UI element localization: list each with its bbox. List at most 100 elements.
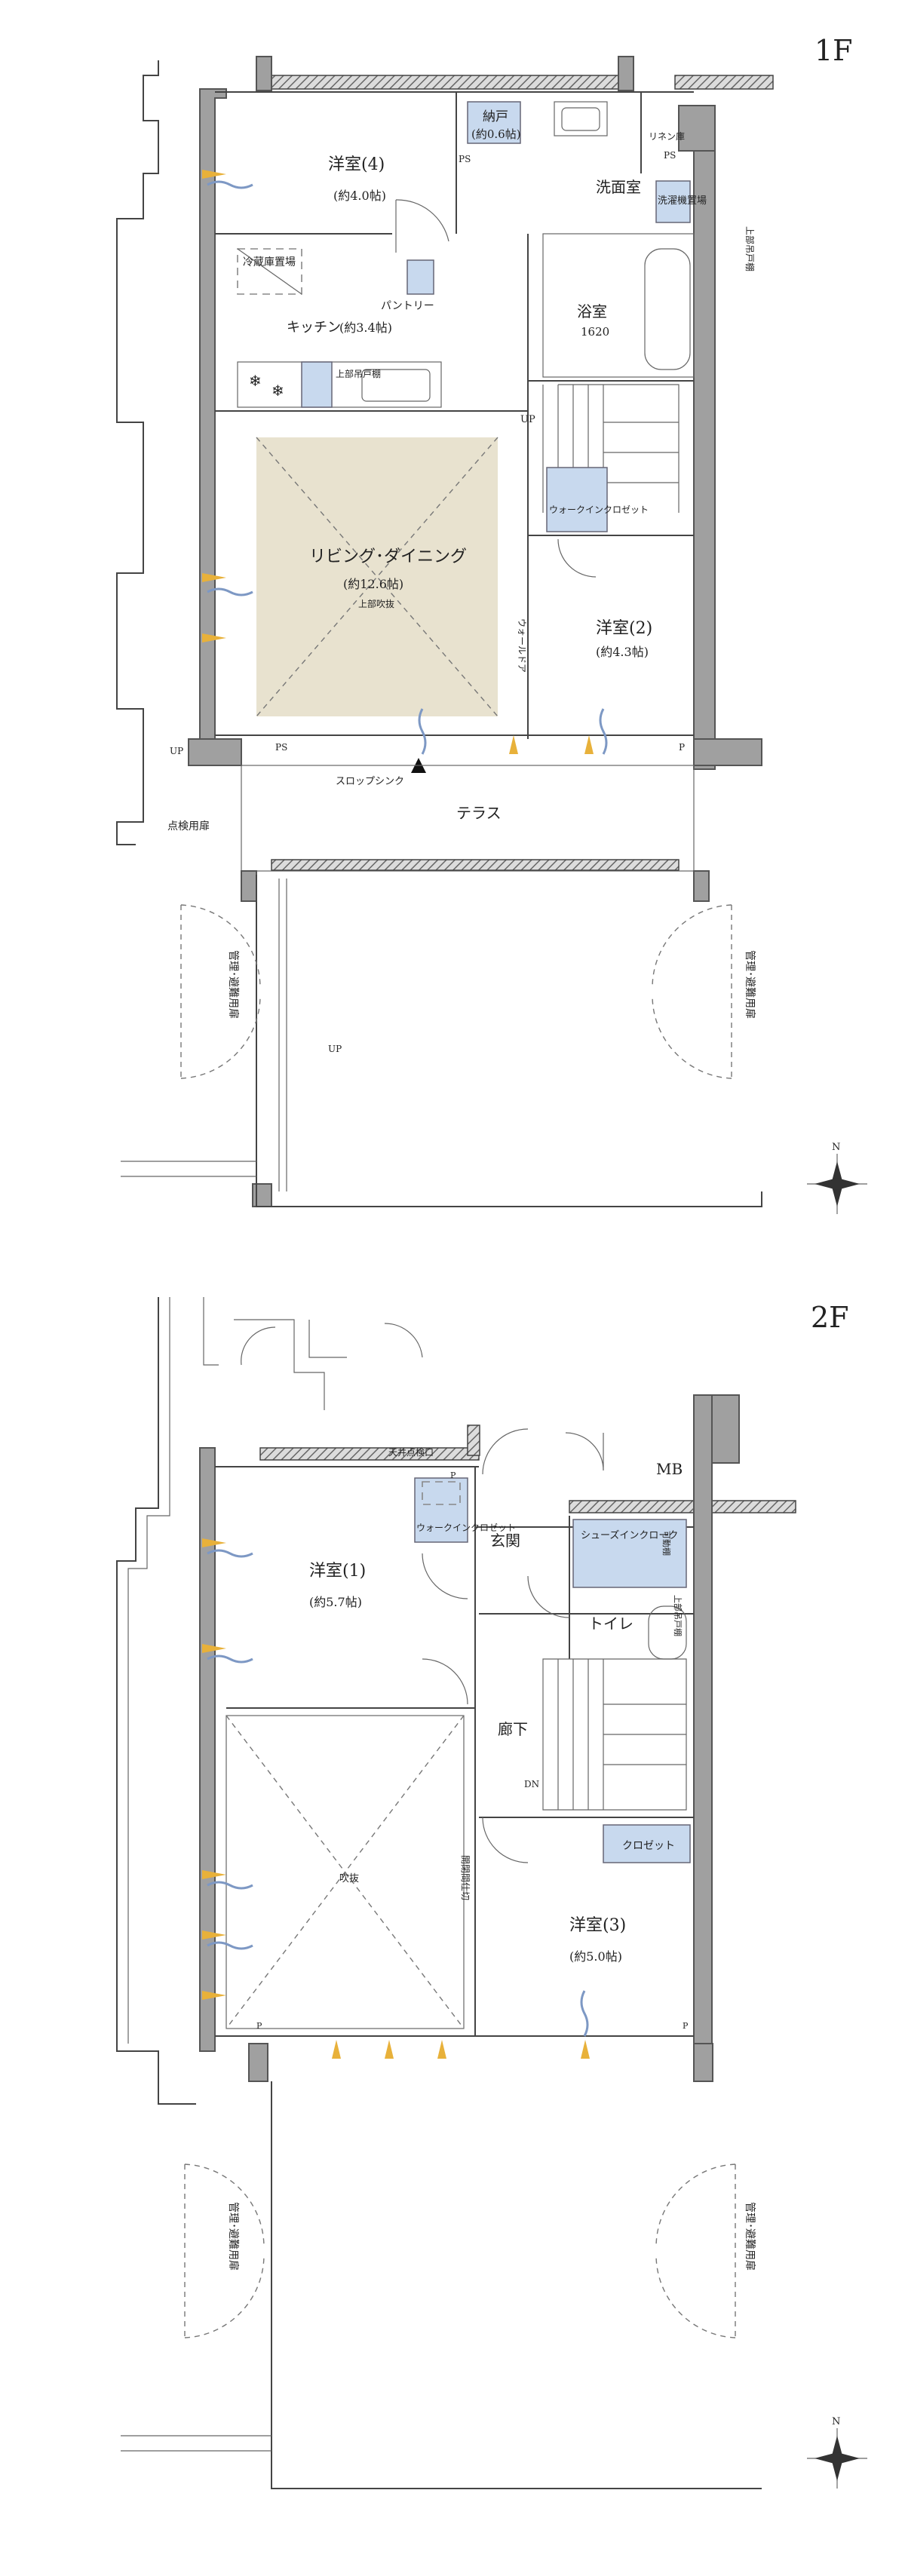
vanity-basin — [561, 107, 600, 131]
kitchen-cabinet — [301, 361, 333, 408]
wind-markers-2f — [207, 1549, 589, 2037]
mgmt-door-left-label: 管理･避難用扉 — [227, 950, 239, 1019]
p-b-mark-2f: P — [256, 2021, 262, 2031]
wall-door-label: ウォールドア — [517, 618, 527, 673]
entrance-label: 玄関 — [490, 1532, 520, 1550]
outer-boundary-left — [116, 1297, 196, 2105]
compass-label-1f: N — [832, 1142, 840, 1153]
bed2-area: (約4.3帖) — [596, 645, 649, 659]
sun-marker — [202, 1930, 226, 1940]
bed1-label: 洋室(1) — [309, 1562, 366, 1581]
bed3-area: (約5.0帖) — [569, 1949, 622, 1964]
bed4-label: 洋室(4) — [328, 155, 385, 174]
sun-marker — [332, 2040, 341, 2059]
sun-marker — [202, 1991, 226, 2000]
wind-icon — [207, 587, 253, 596]
mgmt-door-swing — [652, 904, 732, 1079]
fridge-label: 冷蔵庫置場 — [243, 256, 296, 268]
mgmt-door-swing — [184, 2164, 265, 2338]
wall-sw-pier — [188, 738, 242, 766]
living-area: (約12.6帖) — [343, 577, 403, 591]
wind-icon — [418, 708, 427, 755]
sun-markers-2f — [202, 1538, 590, 2059]
void-area — [225, 1715, 465, 2029]
toilet-label: トイレ — [588, 1615, 634, 1633]
movable-shelf-label: 可動棚 — [661, 1531, 672, 1556]
walk-in-closet — [414, 1477, 468, 1543]
ceiling-hatch — [422, 1481, 461, 1505]
storage-shelf — [467, 101, 521, 144]
walk-in-label: ウォークインクロゼット — [549, 504, 649, 515]
wall-stub — [256, 56, 272, 91]
p-a-mark-2f: P — [450, 1470, 456, 1480]
wind-icon — [207, 1654, 253, 1664]
wind-icon — [207, 1881, 253, 1890]
ps-a-mark: PS — [664, 150, 676, 161]
sun-marker — [584, 735, 594, 754]
shoes-label: シューズインクローク — [581, 1529, 678, 1541]
storage-label: 納戸 — [483, 109, 508, 124]
compass-2f: N — [807, 2416, 867, 2489]
slop-sink-label: スロップシンク — [336, 776, 404, 787]
wall-se-pier — [693, 738, 762, 766]
void-label: 吹抜 — [339, 1872, 359, 1884]
ps-b-mark: PS — [459, 154, 471, 164]
wind-icon — [207, 1549, 253, 1558]
party-wall — [467, 1424, 480, 1456]
bath-room — [542, 233, 695, 378]
staircase-2f — [542, 1658, 687, 1811]
washer-label: 洗濯機置場 — [658, 195, 707, 207]
floor-title-1f: 1F — [814, 34, 853, 67]
wall-west — [199, 88, 227, 762]
closet-label: クロゼット — [622, 1840, 675, 1852]
sun-marker — [202, 1870, 226, 1879]
terrace-area — [241, 765, 695, 872]
floor-1f: 1F 納戸 (約0.6帖) 洗面室 リネン庫 — [116, 34, 867, 1214]
mgmt-door-swing — [655, 2164, 736, 2338]
sun-markers — [202, 170, 594, 754]
floor-2f: 2F MB 天井点検口 ウォークインクロゼット P 洋室(1) — [116, 1297, 867, 2489]
bathtub — [644, 248, 691, 370]
dn-mark: DN — [524, 1779, 539, 1789]
party-wall-top — [267, 75, 630, 90]
bed3-closet — [603, 1824, 691, 1863]
terrace-rail — [271, 859, 680, 871]
stove-icon: ❄ — [272, 382, 284, 400]
wind-icon — [580, 1990, 589, 2037]
bath-size: 1620 — [581, 325, 609, 339]
wall-stub — [252, 1183, 272, 1207]
party-wall — [259, 1447, 480, 1461]
wind-icon — [207, 1941, 253, 1950]
sun-marker — [581, 2040, 590, 2059]
mb-label: MB — [656, 1460, 683, 1478]
sun-marker — [202, 1644, 226, 1653]
wind-icon — [599, 708, 608, 755]
living-label: リビング･ダイニング — [309, 547, 467, 566]
floor-title-2f: 2F — [811, 1301, 849, 1334]
shoes-closet — [572, 1519, 687, 1588]
door-swing — [241, 1323, 423, 1366]
bed3-label: 洋室(3) — [569, 1916, 626, 1935]
kitchen-sink — [361, 369, 431, 402]
sun-marker — [509, 735, 518, 754]
ceiling-hatch-label: 天井点検口 — [388, 1447, 434, 1458]
p-a-mark: P — [679, 742, 685, 753]
outer-boundary-left — [116, 60, 159, 845]
compass-label-2f: N — [832, 2416, 840, 2427]
sun-marker — [202, 573, 226, 582]
upper-hatch-a-label: 上部吊戸棚 — [744, 226, 756, 271]
sun-marker — [437, 2040, 446, 2059]
wind-icon — [207, 180, 253, 189]
mgmt-door-right-label-2f: 管理･避難用扉 — [744, 2202, 756, 2271]
wall-east-pier — [678, 105, 716, 152]
exterior-stair — [234, 1319, 347, 1410]
door-swing — [557, 538, 597, 578]
sun-marker — [202, 1538, 226, 1547]
upper-hatch-b-label: 上部吊戸棚 — [336, 368, 381, 379]
ps-c-mark: PS — [275, 742, 287, 753]
door-swing — [422, 1658, 468, 1705]
mgmt-door-swing — [180, 904, 261, 1079]
vanity-sink — [554, 101, 608, 136]
pantry-label: パントリー — [381, 300, 434, 312]
